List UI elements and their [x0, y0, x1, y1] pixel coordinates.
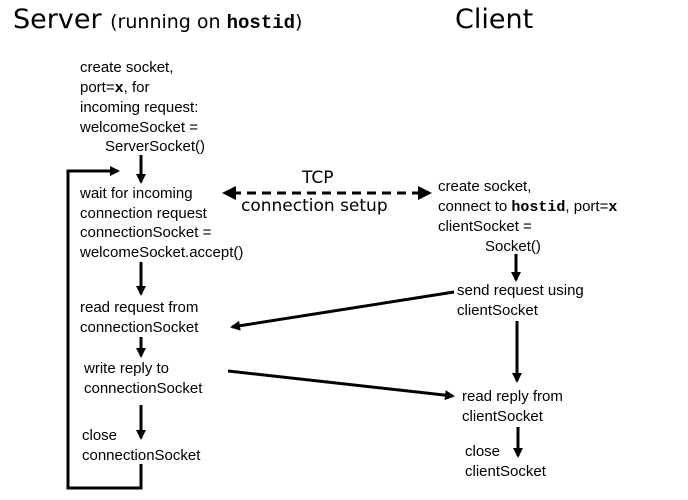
- client-read-block: read reply from clientSocket: [462, 388, 563, 425]
- request-arrow: [230, 290, 455, 331]
- client-send-block: send request using clientSocket: [457, 282, 584, 319]
- server-create-socket-block: create socket, port=x, for incoming requ…: [80, 59, 206, 155]
- server-wait-block: wait for incoming connection request con…: [80, 185, 244, 261]
- tcp-label: TCP: [302, 168, 334, 188]
- client-create-socket-block: create socket, connect to hostid, port=x…: [438, 178, 618, 255]
- server-loop-arrow: [66, 166, 143, 490]
- reply-arrow: [227, 369, 455, 401]
- server-subtitle: (running on hostid): [110, 11, 303, 34]
- server-read-block: read request from connectionSocket: [80, 299, 199, 336]
- client-title: Client: [455, 4, 534, 35]
- tcp-arrow-head-left: [222, 186, 236, 200]
- tcp-arrow-head-right: [418, 186, 432, 200]
- server-header: Server (running on hostid): [13, 5, 302, 38]
- server-write-block: write reply to connectionSocket: [84, 360, 203, 397]
- client-close-block: close clientSocket: [465, 443, 546, 480]
- server-close-block: close connectionSocket: [82, 427, 201, 464]
- server-title: Server: [13, 4, 102, 35]
- connection-setup-label: connection setup: [241, 196, 388, 216]
